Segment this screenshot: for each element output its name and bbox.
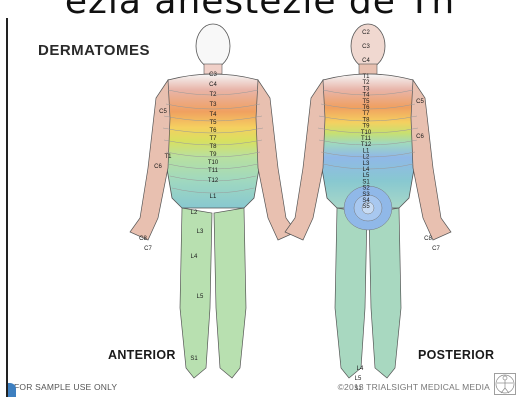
anterior-segment-t9: T9: [209, 152, 217, 158]
anterior-segment-l5: L5: [197, 294, 204, 300]
sample-use-notice: FOR SAMPLE USE ONLY: [14, 382, 117, 392]
anterior-segment-t12: T12: [208, 178, 219, 184]
posterior-segment-c2: C2: [362, 30, 370, 36]
anterior-segment-l1: L1: [210, 194, 217, 200]
posterior-segment-s4: S4: [362, 198, 370, 204]
posterior-segment-t2: T2: [362, 80, 370, 86]
posterior-segment-l2: L2: [363, 155, 370, 161]
posterior-side-l4: L4: [357, 366, 364, 372]
posterior-segment-l1: L1: [363, 148, 370, 154]
anterior-side-c8: C8: [139, 236, 147, 242]
posterior-side-c8: C8: [424, 236, 432, 242]
vitruvian-logo-icon: [494, 373, 516, 395]
anterior-side-t1: T1: [164, 154, 172, 160]
anterior-segment-t4: T4: [209, 112, 217, 118]
posterior-segment-t1: T1: [362, 74, 370, 80]
anterior-segment-t3: T3: [209, 102, 217, 108]
anterior-segment-t11: T11: [208, 168, 219, 174]
posterior-side-c5: C5: [416, 99, 424, 105]
posterior-segment-s3: S3: [362, 192, 370, 198]
posterior-segment-t9: T9: [362, 124, 370, 130]
posterior-segment-t12: T12: [361, 142, 372, 148]
anterior-segment-t8: T8: [209, 144, 217, 150]
anterior-segment-t5: T5: [209, 120, 217, 126]
anterior-segment-t2: T2: [209, 92, 217, 98]
posterior-segment-s2: S2: [362, 186, 370, 192]
posterior-side-c7: C7: [432, 246, 440, 252]
anterior-segment-c3: C3: [209, 72, 217, 78]
anterior-segment-l4: L4: [191, 254, 198, 260]
anterior-segment-t6: T6: [209, 128, 217, 134]
posterior-segment-s5: S5: [362, 204, 370, 210]
dermatome-figures: C3C4T2T3T4T5T6T7T8T9T10T11T12L1L2L3L4L5S…: [8, 18, 518, 397]
posterior-segment-t4: T4: [362, 93, 370, 99]
posterior-segment-t5: T5: [362, 99, 370, 105]
copyright-notice: ©2013 TRIALSIGHT MEDICAL MEDIA: [338, 382, 490, 392]
anterior-segment-l3: L3: [197, 229, 204, 235]
anterior-segment-t10: T10: [208, 160, 219, 166]
posterior-segment-t7: T7: [362, 111, 370, 117]
anterior-side-c6: C6: [154, 164, 162, 170]
top-caption: ezia anestezie de Th: [0, 0, 520, 20]
posterior-segment-l4: L4: [363, 167, 370, 173]
posterior-segment-l3: L3: [363, 161, 370, 167]
anterior-segment-c4: C4: [209, 82, 217, 88]
posterior-segment-t6: T6: [362, 105, 370, 111]
posterior-segment-l5: L5: [363, 173, 370, 179]
posterior-segment-c3: C3: [362, 44, 370, 50]
anterior-side-c5: C5: [159, 109, 167, 115]
dermatome-panel: DERMATOMES: [6, 18, 518, 397]
posterior-segment-t10: T10: [361, 130, 372, 136]
corner-accent: [8, 383, 16, 397]
anterior-segment-t7: T7: [209, 136, 217, 142]
posterior-segment-c4: C4: [362, 58, 370, 64]
posterior-segment-t11: T11: [361, 136, 372, 142]
posterior-segment-t3: T3: [362, 86, 370, 92]
posterior-segment-t8: T8: [362, 117, 370, 123]
anterior-segment-s1: S1: [190, 356, 198, 362]
anterior-label: ANTERIOR: [108, 348, 176, 362]
anterior-segment-l2: L2: [191, 210, 198, 216]
posterior-side-c6: C6: [416, 134, 424, 140]
posterior-segment-s1: S1: [362, 179, 370, 185]
anterior-side-c7: C7: [144, 246, 152, 252]
posterior-label: POSTERIOR: [418, 348, 494, 362]
